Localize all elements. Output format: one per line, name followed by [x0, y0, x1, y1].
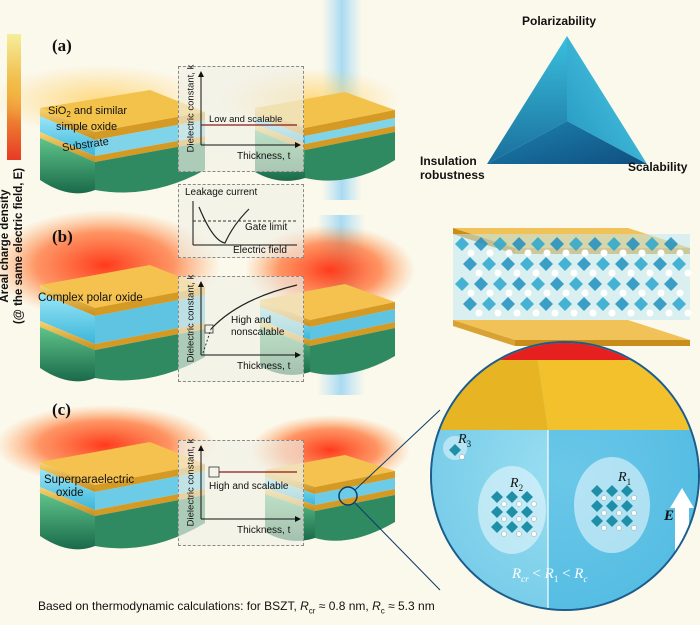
triangle-right-label: Scalability	[628, 160, 688, 174]
r3-label: R3	[458, 432, 472, 449]
leakage-title: Leakage current	[185, 187, 258, 198]
inset-a-annotation: Low and scalable	[209, 114, 283, 125]
inset-c-ylabel: Dielectric constant, k	[185, 438, 197, 527]
slab-a-left	[0, 65, 210, 194]
slab-c-left	[0, 405, 215, 550]
slab-a-layer-label: SiO2 and similar simple oxide	[48, 105, 128, 134]
caption: Based on thermodynamic calculations: for…	[38, 599, 435, 616]
leakage-inset: Leakage current Gate limit Electric fiel…	[178, 184, 304, 258]
r2-label: R2	[510, 476, 524, 493]
slab-b-left	[0, 210, 220, 382]
colorbar-title: Areal charge density	[0, 189, 11, 303]
property-triangle	[487, 36, 647, 164]
inset-a: Dielectric constant, k Low and scalable …	[178, 65, 304, 172]
panel-a-label: (a)	[52, 36, 72, 55]
panel-b-label: (b)	[52, 227, 73, 246]
slab-b-layer-label: Complex polar oxide	[38, 292, 143, 304]
inset-c: Dielectric constant, k High and scalable…	[178, 439, 304, 546]
inset-a-xlabel: Thickness, t	[237, 151, 291, 162]
inset-b-ylabel: Dielectric constant, k	[185, 274, 197, 363]
inset-b-xlabel: Thickness, t	[237, 361, 291, 372]
colorbar-subtitle: (@ the same electric field, E)	[13, 167, 25, 325]
panel-c-label: (c)	[52, 400, 71, 419]
inset-c-annotation: High and scalable	[209, 481, 289, 492]
inset-a-ylabel: Dielectric constant, k	[185, 64, 197, 153]
inset-c-xlabel: Thickness, t	[237, 525, 291, 536]
gate-limit-label: Gate limit	[245, 222, 288, 233]
slab-c-layer-label: Superparaelectric oxide	[44, 474, 135, 499]
colorbar-label: Areal charge density (@ the same electri…	[0, 166, 26, 326]
crystal-lattice	[453, 228, 692, 346]
inset-b-annotation: High and nonscalable	[231, 315, 285, 338]
leakage-xlabel: Electric field	[233, 245, 287, 256]
triangle-top-label: Polarizability	[522, 14, 597, 28]
radius-relation: Rcr < R1 < Rc	[512, 566, 588, 584]
inset-b: Dielectric constant, k High and nonscala…	[178, 275, 304, 382]
triangle-left-label: Insulation robustness	[420, 154, 485, 182]
r1-label: R1	[618, 470, 632, 487]
zoom-circle	[430, 341, 700, 611]
field-label: E	[664, 508, 675, 524]
